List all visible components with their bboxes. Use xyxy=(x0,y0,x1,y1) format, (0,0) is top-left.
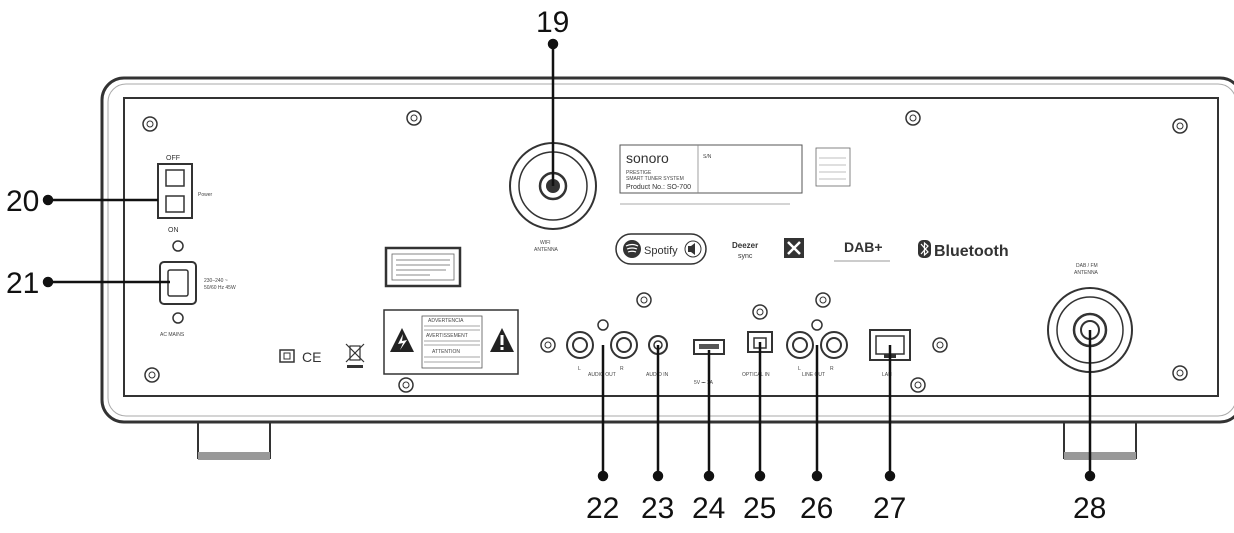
certification-marks: CE xyxy=(279,343,365,368)
spotify-label: Spotify xyxy=(644,245,678,257)
screw-icon xyxy=(1172,118,1188,134)
line-out-connector: L R LINE OUT xyxy=(786,319,848,378)
serial-number-label: S/N xyxy=(703,154,712,160)
deezer-label-1: Deezer xyxy=(732,241,758,250)
ac-rating-line-2: 50/60 Hz 45W xyxy=(204,285,236,291)
product-label: sonoro PRESTIGE SMART TUNER SYSTEM Produ… xyxy=(619,144,851,205)
warning-text-3: ATTENTION xyxy=(432,349,460,355)
line-out-label: LINE OUT xyxy=(802,372,825,378)
ac-mains-label: AC MAINS xyxy=(160,332,185,338)
product-name: PRESTIGE xyxy=(626,170,652,176)
device-casing-inner-edge xyxy=(107,83,1234,417)
product-subtitle: SMART TUNER SYSTEM xyxy=(626,176,684,182)
usb-label: 5V ⎓ 1A xyxy=(694,380,714,386)
screw-icon xyxy=(1172,365,1188,381)
callout-19: 19 xyxy=(536,6,569,39)
ce-mark: CE xyxy=(302,349,321,365)
foot-right xyxy=(1063,417,1137,460)
callout-21: 21 xyxy=(6,267,39,300)
screw-icon xyxy=(752,304,768,320)
foot-left xyxy=(197,417,271,460)
switch-on-label: ON xyxy=(168,227,179,234)
wifi-label-1: WIFI xyxy=(540,240,551,246)
warning-triangle-icon-left xyxy=(390,328,414,352)
deezer-label-2: sync xyxy=(738,253,753,260)
weee-bin-icon xyxy=(345,343,365,368)
screw-icon xyxy=(398,377,414,393)
callout-25: 25 xyxy=(743,492,776,525)
audio-out-connector: L R AUDIO OUT xyxy=(566,319,638,378)
line-out-l: L xyxy=(798,366,801,372)
lan-label: LAN xyxy=(882,372,892,378)
brand-logo: sonoro xyxy=(626,150,669,166)
screw-icon xyxy=(932,337,948,353)
screw-icon xyxy=(905,110,921,126)
dab-antenna-label-2: ANTENNA xyxy=(1074,270,1099,276)
switch-off-label: OFF xyxy=(166,155,180,162)
screw-icon xyxy=(910,377,926,393)
dab-plus-label: DAB+ xyxy=(844,239,883,255)
warning-text-2: AVERTISSEMENT xyxy=(426,333,468,339)
switch-power-label: Power xyxy=(198,192,213,198)
wifi-label-2: ANTENNA xyxy=(534,247,559,253)
screw-icon xyxy=(142,116,158,132)
screw-icon xyxy=(540,337,556,353)
warning-triangle-icon-right xyxy=(490,328,514,352)
ac-rating-line-1: 230–240 ~ xyxy=(204,278,228,284)
screw-icon xyxy=(636,292,652,308)
deezer-logo: Deezer sync xyxy=(732,238,804,260)
callout-leaders xyxy=(42,38,1096,482)
screw-icon xyxy=(406,110,422,126)
callout-20: 20 xyxy=(6,185,39,218)
screw-icon xyxy=(144,367,160,383)
bluetooth-logo: Bluetooth xyxy=(918,240,1009,260)
dab-plus-logo: DAB+ xyxy=(834,239,890,262)
laser-label xyxy=(384,246,462,288)
optical-in-label: OPTICAL IN xyxy=(742,372,770,378)
audio-out-r: R xyxy=(620,366,624,372)
spotify-logo: Spotify xyxy=(615,233,707,265)
callout-27: 27 xyxy=(873,492,906,525)
usb-port: 5V ⎓ 1A xyxy=(693,339,725,386)
line-out-r: R xyxy=(830,366,834,372)
bluetooth-label: Bluetooth xyxy=(934,243,1009,260)
screws xyxy=(142,110,1188,393)
callout-26: 26 xyxy=(800,492,833,525)
ac-mains-inlet: 230–240 ~ 50/60 Hz 45W AC MAINS xyxy=(159,240,236,338)
audio-out-l: L xyxy=(578,366,581,372)
power-switch: OFF Power ON xyxy=(157,155,213,234)
callout-23: 23 xyxy=(641,492,674,525)
callout-28: 28 xyxy=(1073,492,1106,525)
callout-22: 22 xyxy=(586,492,619,525)
product-number: Product No.: SO-700 xyxy=(626,184,691,191)
dab-antenna-label-1: DAB / FM xyxy=(1076,263,1098,269)
warning-label: ADVERTENCIA AVERTISSEMENT ATTENTION xyxy=(383,309,519,375)
screw-icon xyxy=(815,292,831,308)
callout-24: 24 xyxy=(692,492,725,525)
warning-text-1: ADVERTENCIA xyxy=(428,318,464,324)
